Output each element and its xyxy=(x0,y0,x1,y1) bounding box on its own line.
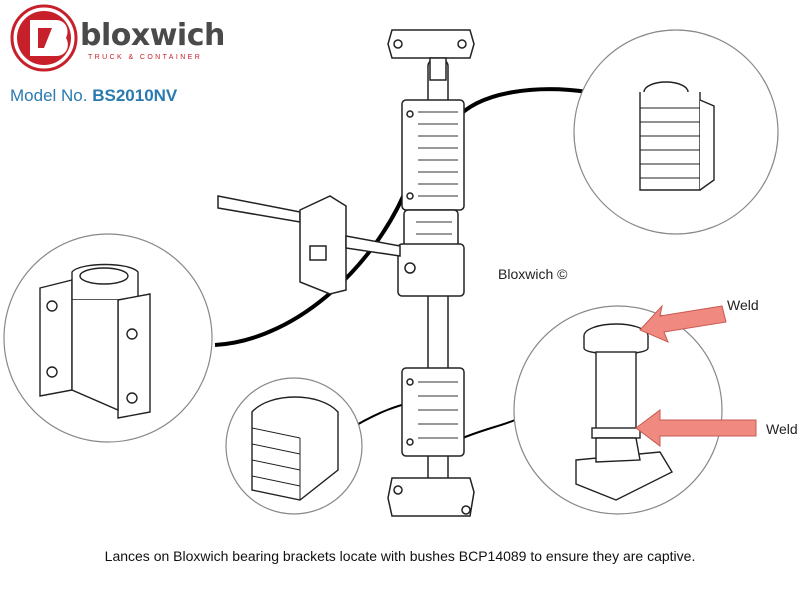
weld-detail-callout xyxy=(513,304,757,515)
leader-line-top-right xyxy=(453,87,589,122)
locking-bar-assembly xyxy=(217,29,475,517)
bloxwich-logo-mark xyxy=(10,4,78,72)
copyright-label: Bloxwich © xyxy=(498,266,568,282)
weld-arrow-lower xyxy=(635,409,757,447)
caption-text: Lances on Bloxwich bearing brackets loca… xyxy=(104,548,696,564)
model-line: Model No. BS2010NV xyxy=(10,86,177,106)
weld-arrow-upper xyxy=(639,304,727,343)
brand-logo: bloxwich TRUCK & CONTAINER xyxy=(8,4,228,84)
model-prefix: Model No. xyxy=(10,86,88,105)
leader-line-bottom-right xyxy=(457,417,521,441)
weld-label-upper: Weld xyxy=(727,297,759,313)
model-number: BS2010NV xyxy=(92,86,178,105)
brand-tagline: TRUCK & CONTAINER xyxy=(88,54,203,61)
brand-name: bloxwich xyxy=(80,18,225,53)
weld-label-lower: Weld xyxy=(766,421,798,437)
bush-detail-callout xyxy=(573,29,779,235)
bush-section-callout xyxy=(225,377,363,515)
bracket-detail-callout xyxy=(3,233,213,443)
